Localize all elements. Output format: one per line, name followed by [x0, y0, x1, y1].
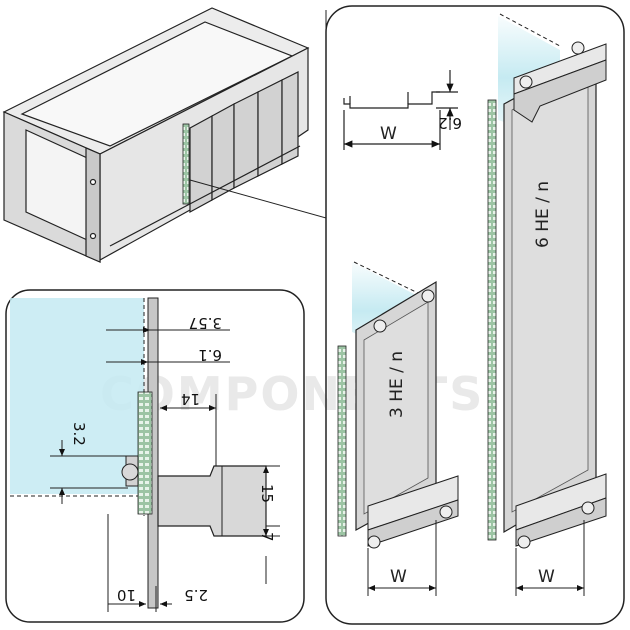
panel-6he [487, 13, 607, 549]
dim-14: 14 [181, 390, 200, 408]
panel-6he-width-label: W [538, 567, 555, 587]
detail-panel-left [5, 289, 305, 623]
detail-panel-right [325, 5, 625, 625]
side-view [10, 297, 267, 609]
dim-3-57: 3.57 [189, 314, 222, 332]
panel-6he-label: 6 HE / n [533, 181, 553, 248]
panel-width-dims [367, 520, 585, 596]
panel-3he [337, 261, 459, 549]
dim-7: 7 [258, 532, 276, 542]
dim-3-2: 3.2 [70, 422, 88, 446]
subrack-illustration [2, 7, 310, 263]
dim-15: 15 [258, 484, 276, 503]
panel-3he-label: 3 HE / n [387, 351, 407, 418]
dim-10: 10 [117, 586, 136, 604]
rail-height-label: 6.2 [438, 114, 462, 132]
panel-3he-width-label: W [390, 567, 407, 587]
side-view-dims [50, 327, 280, 612]
dim-6-1: 6.1 [198, 346, 222, 364]
rail-section [343, 70, 458, 150]
dim-2-5: 2.5 [184, 586, 208, 604]
rail-width-label: W [380, 124, 397, 144]
